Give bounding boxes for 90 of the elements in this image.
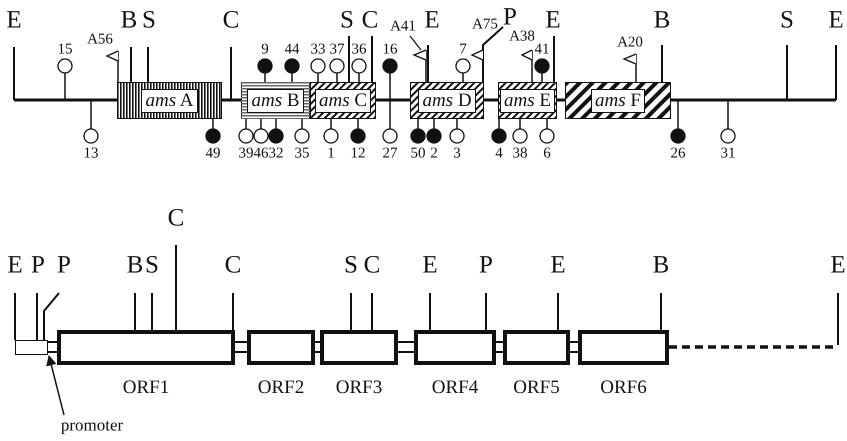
mutation-number: 1 [327, 146, 335, 162]
mutation-number: 26 [670, 146, 686, 162]
insertion-label: A56 [87, 32, 113, 48]
mutation-number: 27 [382, 146, 398, 162]
mutation-number: 31 [720, 146, 736, 162]
restriction-site-label: C [362, 8, 378, 32]
restriction-site-label: C [364, 252, 380, 278]
restriction-site-label: E [6, 8, 22, 32]
leader-arrow [46, 354, 65, 416]
mutation-number: 36 [352, 42, 366, 58]
restriction-site-label: S [142, 8, 156, 32]
restriction-site-label: C [168, 206, 184, 230]
gene-box [310, 82, 376, 119]
mutation-number: 12 [350, 146, 366, 162]
restriction-site-label: P [479, 252, 493, 278]
restriction-site-label: P [57, 252, 71, 278]
gene-label: ams D [418, 88, 476, 112]
dna-link [495, 341, 504, 353]
mutation-number: 2 [430, 146, 438, 162]
restriction-site-label: B [126, 252, 144, 278]
dna-line [671, 98, 836, 102]
mutation-number: 3 [453, 146, 461, 162]
mutation-number: 37 [330, 42, 344, 58]
dna-link [314, 341, 321, 353]
restriction-site-label: S [340, 8, 354, 32]
restriction-site-label: B [652, 252, 670, 278]
mutation-number: 7 [459, 42, 467, 58]
gene-box [565, 82, 671, 119]
dna-link [47, 341, 58, 353]
mutation-number: 32 [268, 146, 284, 162]
orf-label: ORF3 [336, 377, 382, 399]
restriction-site-label: E [545, 8, 561, 32]
restriction-site-label: S [344, 252, 358, 278]
dna-line [557, 98, 565, 102]
gene-label: ams B [247, 88, 304, 112]
dna-line [376, 98, 410, 102]
mutation-number: 38 [512, 146, 528, 162]
region-box [15, 340, 48, 355]
gene-box [498, 82, 557, 119]
gene-label: ams E [500, 88, 555, 112]
gene-box [410, 82, 484, 119]
mutation-number: 9 [261, 42, 269, 58]
restriction-site-label: E [7, 252, 23, 278]
mutation-number: 6 [543, 146, 551, 162]
insertion-label: A75 [472, 18, 498, 32]
mutation-number: 49 [206, 146, 220, 162]
mutation-number: 4 [495, 146, 503, 162]
mutation-number: 46 [254, 146, 268, 162]
mutation-number: 44 [284, 42, 300, 58]
insertion-label: A20 [617, 36, 643, 50]
mutation-number: 33 [310, 42, 326, 58]
orf-label: ORF5 [513, 377, 560, 399]
dna-line [14, 98, 117, 102]
promoter-label: promoter [60, 416, 124, 434]
orf-label: ORF2 [258, 377, 304, 399]
gene-label: ams F [591, 88, 645, 112]
gene-box [117, 82, 222, 119]
dna-link [397, 341, 415, 353]
mutation-number: 16 [382, 42, 398, 58]
gene-label: ams A [141, 88, 198, 112]
restriction-site-label: P [31, 252, 45, 278]
restriction-site-label: E [550, 252, 566, 278]
restriction-site-label: E [830, 252, 846, 278]
gene-box [241, 82, 310, 119]
restriction-site-label: E [828, 8, 844, 32]
restriction-site-label: E [422, 252, 438, 278]
orf-label: ORF1 [122, 377, 170, 399]
restriction-site-label: S [145, 252, 159, 278]
orf-label: ORF6 [600, 377, 647, 399]
dna-link [234, 341, 248, 353]
restriction-site-label: P [503, 4, 517, 30]
restriction-site-label: B [654, 8, 670, 32]
insertion-label: A41 [390, 20, 416, 34]
mutation-number: 39 [238, 146, 254, 162]
restriction-site-label: E [424, 8, 440, 32]
insertion-label: A38 [509, 30, 535, 44]
restriction-site-label: B [120, 8, 138, 32]
gene-label: ams C [314, 88, 372, 112]
mutation-number: 15 [58, 42, 72, 58]
dna-line [484, 98, 498, 102]
restriction-site-label: S [780, 8, 794, 32]
mutation-number: 35 [294, 146, 310, 162]
mutation-number: 41 [534, 42, 550, 58]
dna-line [222, 98, 241, 102]
mutation-number: 13 [84, 146, 98, 162]
mutation-number: 50 [410, 146, 426, 162]
restriction-site-label: C [222, 8, 240, 32]
dna-link [569, 341, 579, 353]
orf-label: ORF4 [432, 377, 478, 399]
restriction-site-label: C [224, 252, 242, 278]
